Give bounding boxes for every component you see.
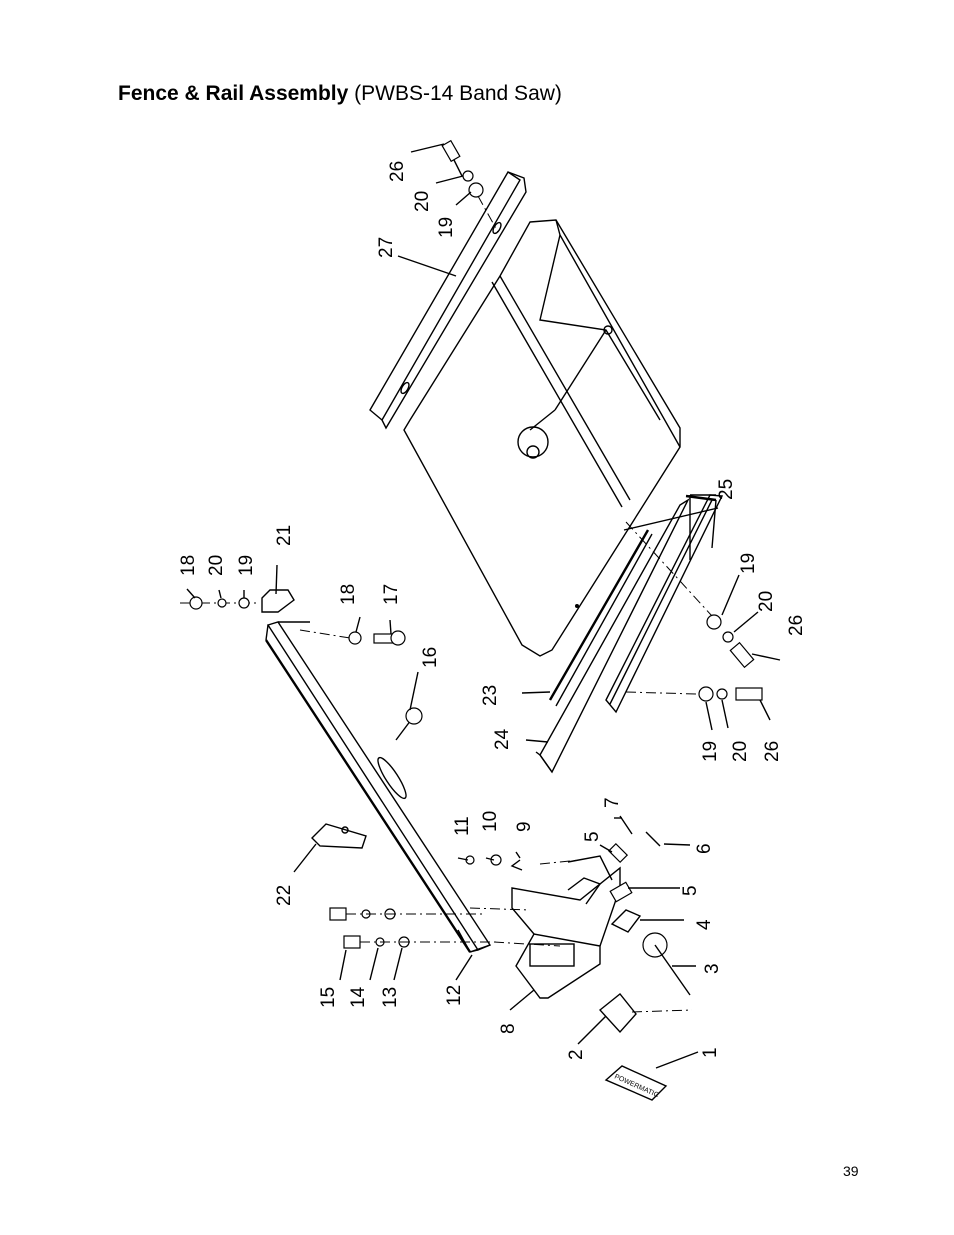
label-7: 7 [602, 797, 623, 808]
label-19-r: 19 [738, 553, 759, 574]
label-10: 10 [480, 811, 501, 832]
label-24: 24 [492, 728, 513, 750]
label-26-b: 26 [762, 741, 783, 762]
label-20-top: 20 [412, 191, 433, 212]
title-rest: (PWBS-14 Band Saw) [348, 82, 562, 105]
label-27: 27 [376, 237, 397, 258]
label-18-a: 18 [178, 555, 199, 576]
label-2: 2 [566, 1049, 587, 1060]
label-19-a: 19 [236, 555, 257, 576]
label-22: 22 [274, 885, 295, 906]
fence-pad [311, 823, 367, 849]
saw-table [403, 219, 681, 657]
label-20-a: 20 [206, 555, 227, 576]
label-1: 1 [700, 1047, 721, 1058]
label-18-b: 18 [338, 584, 359, 605]
fence-body [264, 621, 492, 953]
rear-clamp-hardware [180, 589, 406, 646]
label-19-top: 19 [436, 217, 457, 238]
label-6: 6 [694, 843, 715, 854]
page-number: 39 [843, 1163, 859, 1179]
label-23: 23 [480, 685, 501, 706]
label-9: 9 [514, 821, 535, 832]
fence-head [465, 815, 693, 1034]
label-13: 13 [380, 987, 401, 1008]
label-5-a: 5 [582, 831, 603, 842]
label-3: 3 [702, 963, 723, 974]
label-21: 21 [274, 525, 295, 546]
label-16: 16 [420, 647, 441, 668]
label-19-b: 19 [700, 741, 721, 762]
leader-lines [186, 143, 781, 1069]
label-14: 14 [348, 986, 369, 1008]
label-4: 4 [694, 919, 715, 930]
top-hardware [441, 139, 499, 233]
page-title: Fence & Rail Assembly (PWBS-14 Band Saw) [118, 82, 562, 106]
title-bold: Fence & Rail Assembly [118, 82, 349, 105]
part-labels: 26 20 19 27 18 20 19 21 18 17 16 23 24 2… [178, 161, 807, 1060]
nameplate: POWERMATIC [604, 1065, 668, 1101]
label-11: 11 [452, 816, 473, 836]
rail-27 [369, 171, 527, 430]
label-20-r: 20 [756, 591, 777, 612]
label-26-r: 26 [786, 615, 807, 636]
label-20-b: 20 [730, 741, 751, 762]
label-8: 8 [498, 1023, 519, 1034]
label-5-b: 5 [680, 885, 701, 896]
lock-knob [395, 707, 423, 741]
right-hardware [698, 614, 763, 702]
label-26-top: 26 [387, 161, 408, 182]
label-12: 12 [444, 985, 465, 1006]
label-25: 25 [716, 479, 737, 500]
label-15: 15 [318, 987, 339, 1008]
front-rails [535, 494, 724, 774]
fence-bolts [329, 907, 500, 949]
label-17: 17 [381, 584, 402, 605]
